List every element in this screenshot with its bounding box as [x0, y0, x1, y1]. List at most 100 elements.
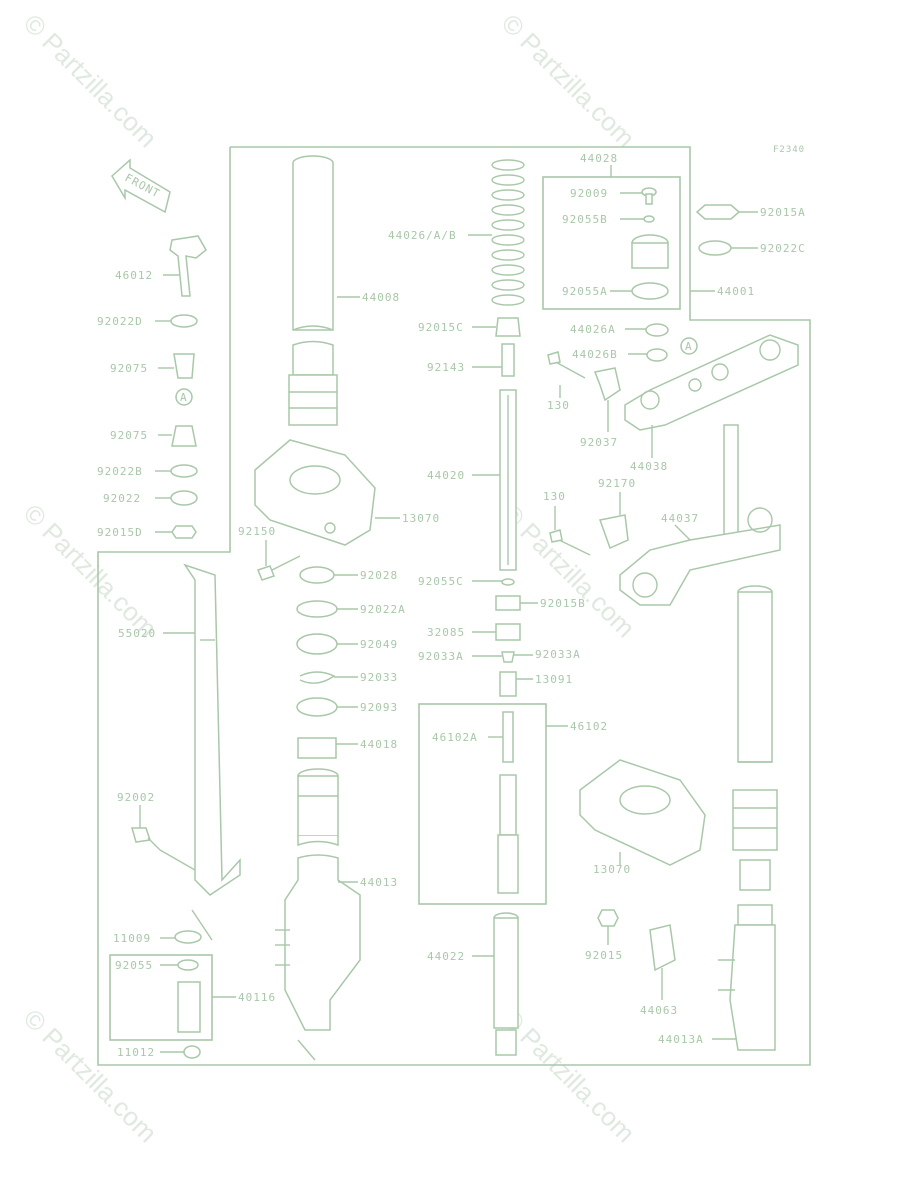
- watermark: © Partzilla.com: [496, 8, 641, 153]
- label-92170: 92170: [598, 477, 636, 490]
- part-44037-drawing: [619, 424, 781, 606]
- part-32085-drawing: [495, 623, 521, 641]
- label-13091: 13091: [535, 673, 573, 686]
- part-44013A-drawing: [718, 904, 776, 1051]
- label-44063: 44063: [640, 1004, 678, 1017]
- part-92022A-drawing: [296, 600, 338, 618]
- label-11012: 11012: [117, 1046, 155, 1059]
- ref-mark-a-left-label: A: [180, 391, 188, 404]
- watermark: © Partzilla.com: [18, 8, 163, 153]
- label-92015A: 92015A: [760, 206, 806, 219]
- part-55020-drawing: [183, 563, 241, 896]
- label-44038: 44038: [630, 460, 668, 473]
- label-44013: 44013: [360, 876, 398, 889]
- label-92075-upper: 92075: [110, 362, 148, 375]
- part-92022B-drawing: [170, 464, 198, 478]
- label-92075-lower: 92075: [110, 429, 148, 442]
- part-44026A-drawing: [645, 323, 669, 337]
- label-92033A-left: 92033A: [418, 650, 464, 663]
- label-32085: 32085: [427, 626, 465, 639]
- label-44018: 44018: [360, 738, 398, 751]
- label-92055B: 92055B: [562, 213, 608, 226]
- part-44026-spring-drawing: [491, 159, 525, 306]
- label-44026B: 44026B: [572, 348, 618, 361]
- part-44026B-drawing: [646, 348, 668, 362]
- part-44022-drawing: [493, 912, 519, 1056]
- label-92015D: 92015D: [97, 526, 143, 539]
- label-46012: 46012: [115, 269, 153, 282]
- part-92015-drawing: [597, 909, 619, 927]
- cap-drawing: [631, 234, 669, 269]
- leader-lines: [139, 165, 758, 1053]
- label-92015: 92015: [585, 949, 623, 962]
- part-130-upper-drawing: [547, 351, 586, 379]
- part-13070-upper-drawing: [254, 439, 376, 546]
- part-92093-drawing: [296, 697, 338, 717]
- part-92015D-drawing: [171, 525, 197, 539]
- part-92049-drawing: [296, 633, 338, 655]
- label-40116: 40116: [238, 991, 276, 1004]
- label-44013A: 44013A: [658, 1033, 704, 1046]
- part-40116-drawing: [177, 981, 201, 1033]
- label-92055C: 92055C: [418, 575, 464, 588]
- part-44020-drawing: [499, 389, 517, 571]
- part-44063-drawing: [649, 924, 676, 972]
- part-92037-drawing: [593, 367, 621, 402]
- part-92002-drawing: [131, 827, 161, 851]
- label-44001: 44001: [717, 285, 755, 298]
- label-92015B: 92015B: [540, 597, 586, 610]
- label-92150: 92150: [238, 525, 276, 538]
- assembly-outline: [97, 146, 811, 1066]
- part-92033A-drawing: [501, 651, 515, 663]
- part-92170-drawing: [599, 514, 629, 550]
- label-44020: 44020: [427, 469, 465, 482]
- front-arrow-icon: FRONT: [111, 158, 171, 214]
- part-44013-drawing: [275, 768, 361, 1061]
- label-13070-lower: 13070: [593, 863, 631, 876]
- part-92009-drawing: [641, 187, 657, 205]
- part-92033-drawing: [299, 671, 336, 684]
- label-92037: 92037: [580, 436, 618, 449]
- label-92002: 92002: [117, 791, 155, 804]
- label-46102: 46102: [570, 720, 608, 733]
- part-92055C-drawing: [501, 578, 515, 586]
- figure-code: F2340: [773, 145, 805, 155]
- part-92055A-drawing: [631, 282, 669, 300]
- label-92022A: 92022A: [360, 603, 406, 616]
- part-46102-drawing: [497, 711, 519, 894]
- part-92055B-drawing: [643, 215, 655, 223]
- part-92143-drawing: [501, 343, 515, 377]
- label-92093: 92093: [360, 701, 398, 714]
- label-92022C: 92022C: [760, 242, 806, 255]
- watermark: © Partzilla.com: [18, 1003, 163, 1148]
- label-92022: 92022: [103, 492, 141, 505]
- label-92028: 92028: [360, 569, 398, 582]
- part-92015B-drawing: [495, 595, 521, 611]
- part-92022D-drawing: [170, 314, 198, 328]
- part-11012-drawing: [183, 1045, 201, 1059]
- part-13091-drawing: [499, 671, 517, 697]
- part-92028-drawing: [299, 566, 335, 584]
- part-44008-drawing: [288, 155, 338, 426]
- part-11009-drawing: [174, 930, 202, 944]
- label-92022B: 92022B: [97, 465, 143, 478]
- label-13070-upper: 13070: [402, 512, 440, 525]
- part-92022C-drawing: [698, 240, 732, 256]
- label-130-lower: 130: [543, 490, 566, 503]
- part-92075-lower-drawing: [171, 425, 197, 447]
- label-44037: 44037: [661, 512, 699, 525]
- rod-assembly-box: [418, 703, 547, 905]
- label-92022D: 92022D: [97, 315, 143, 328]
- label-11009: 11009: [113, 932, 151, 945]
- part-44038-drawing: [624, 334, 799, 431]
- label-46102A: 46102A: [432, 731, 478, 744]
- label-92033: 92033: [360, 671, 398, 684]
- label-44022: 44022: [427, 950, 465, 963]
- label-44026AB: 44026/A/B: [388, 229, 457, 242]
- label-55020: 55020: [118, 627, 156, 640]
- part-92075-upper-drawing: [173, 353, 195, 379]
- label-92055A: 92055A: [562, 285, 608, 298]
- watermark: © Partzilla.com: [18, 498, 163, 643]
- part-labels: 46012 92022D 92075 92075 92022B 92022 92…: [97, 152, 806, 1059]
